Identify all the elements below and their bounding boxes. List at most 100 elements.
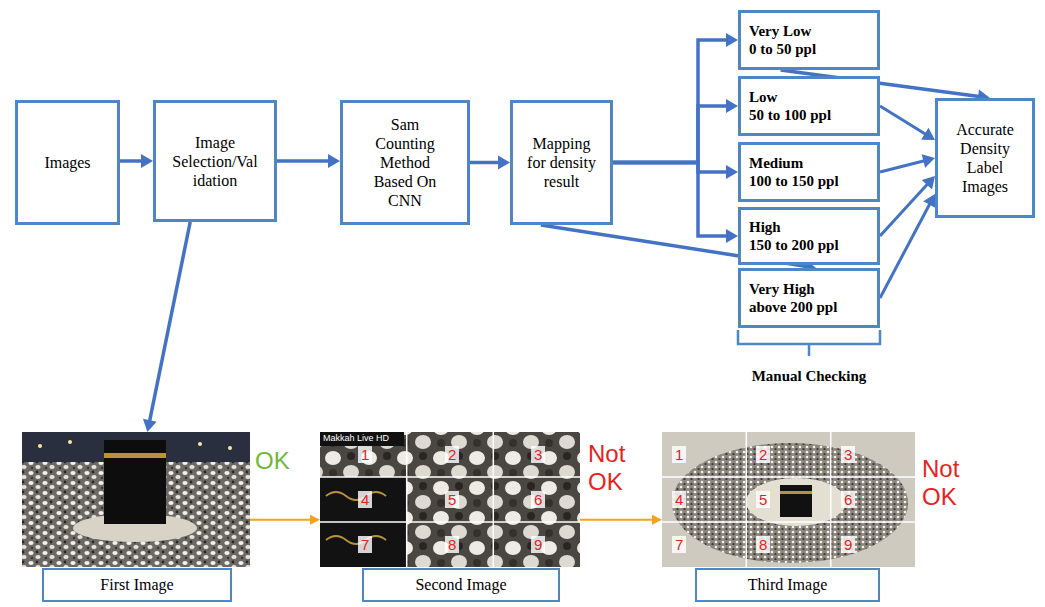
arrow-head (921, 128, 935, 140)
flow-connector (880, 176, 935, 236)
box-label: 50 to 100 ppl (749, 106, 869, 124)
flow-connector (470, 156, 510, 170)
density-class-box: Low50 to 100 ppl (738, 76, 880, 136)
box-label: Very Low (749, 22, 869, 40)
arrow-head (726, 229, 738, 243)
process-box: Sam Counting Method Based On CNN (340, 100, 470, 225)
box-label: Mapping for density result (524, 134, 599, 191)
cell-number: 2 (756, 446, 770, 463)
flow-connector (880, 154, 935, 172)
cell-number: 7 (358, 536, 372, 553)
sample-photo: First Image (22, 432, 250, 567)
process-box: Images (15, 100, 120, 225)
overlay-caption: Makkah Live HD (323, 433, 389, 444)
flow-connector (250, 515, 320, 525)
annotation-label: Manual Checking (709, 368, 909, 385)
arrow-head (922, 176, 935, 190)
flow-connector (880, 194, 936, 298)
output-box: Accurate Density Label Images (935, 98, 1035, 218)
cell-number: 9 (531, 536, 545, 553)
photo-caption: First Image (42, 568, 232, 602)
cell-number: 3 (531, 446, 545, 463)
status-label: OK (255, 447, 303, 475)
photo-caption: Third Image (695, 568, 880, 602)
first-photo (22, 432, 250, 567)
box-label: Very High (749, 280, 869, 298)
flow-connector (613, 163, 738, 244)
arrow-head (141, 154, 153, 168)
box-label: Images (23, 153, 113, 172)
box-label: Medium (749, 154, 869, 172)
box-label: Low (749, 88, 869, 106)
status-label: Not OK (588, 440, 654, 496)
arrow-head (498, 156, 510, 170)
flow-connector (880, 106, 935, 140)
connector-line (613, 163, 727, 237)
box-label: Accurate Density Label Images (948, 120, 1023, 196)
box-label: High (749, 218, 869, 236)
arrow-head (143, 419, 157, 432)
manual-check-bracket (738, 330, 880, 356)
connector-line (880, 184, 928, 236)
arrow-head (922, 154, 935, 168)
cell-number: 6 (841, 491, 855, 508)
status-label: Not OK (922, 455, 988, 511)
arrow-head (652, 515, 662, 525)
flow-connector (580, 515, 662, 525)
connector-line (880, 161, 924, 172)
flow-connector (120, 154, 153, 168)
second-photo (320, 432, 580, 567)
connector-line (613, 40, 727, 163)
process-box: Mapping for density result (510, 100, 613, 225)
photo-caption: Second Image (362, 568, 560, 602)
cell-number: 1 (358, 446, 372, 463)
box-label: Sam Counting Method Based On CNN (365, 115, 445, 210)
cell-number: 5 (445, 491, 459, 508)
process-box: Image Selection/Val idation (153, 100, 277, 222)
cell-number: 8 (756, 536, 770, 553)
box-label: above 200 ppl (749, 298, 869, 316)
connector-line (880, 106, 926, 134)
cell-number: 3 (841, 446, 855, 463)
flow-connector (613, 163, 738, 180)
density-class-box: Very Low0 to 50 ppl (738, 10, 880, 70)
arrow-head (310, 515, 320, 525)
connector-line (613, 106, 727, 163)
flow-connector (277, 154, 340, 168)
connector-line (120, 159, 142, 163)
cell-number: 4 (672, 491, 686, 508)
flow-connector (613, 99, 738, 163)
arrow-head (923, 194, 935, 208)
box-label: Image Selection/Val idation (165, 133, 265, 190)
arrow-head (726, 165, 738, 179)
connector-line (880, 204, 930, 298)
density-class-box: Medium100 to 150 ppl (738, 142, 880, 202)
arrow-head (726, 99, 738, 113)
box-label: 150 to 200 ppl (749, 236, 869, 254)
arrow-head (328, 154, 340, 168)
cell-number: 1 (672, 446, 686, 463)
sample-photo: Third Image (662, 432, 915, 567)
flow-connector (143, 222, 190, 432)
cell-number: 8 (445, 536, 459, 553)
connector-line (250, 519, 311, 521)
density-class-box: High150 to 200 ppl (738, 207, 880, 265)
connector-line (470, 161, 499, 165)
box-label: 0 to 50 ppl (749, 40, 869, 58)
flow-connector (613, 33, 738, 163)
connector-line (150, 222, 191, 421)
cell-number: 9 (841, 536, 855, 553)
density-class-box: Very Highabove 200 ppl (738, 268, 880, 328)
cell-number: 7 (672, 536, 686, 553)
cell-number: 2 (445, 446, 459, 463)
cell-number: 4 (358, 491, 372, 508)
connector-line (277, 159, 329, 163)
arrow-head (726, 33, 738, 47)
cell-number: 6 (531, 491, 545, 508)
cell-number: 5 (756, 491, 770, 508)
box-label: 100 to 150 ppl (749, 172, 869, 190)
connector-line (580, 519, 653, 521)
third-photo (662, 432, 915, 567)
